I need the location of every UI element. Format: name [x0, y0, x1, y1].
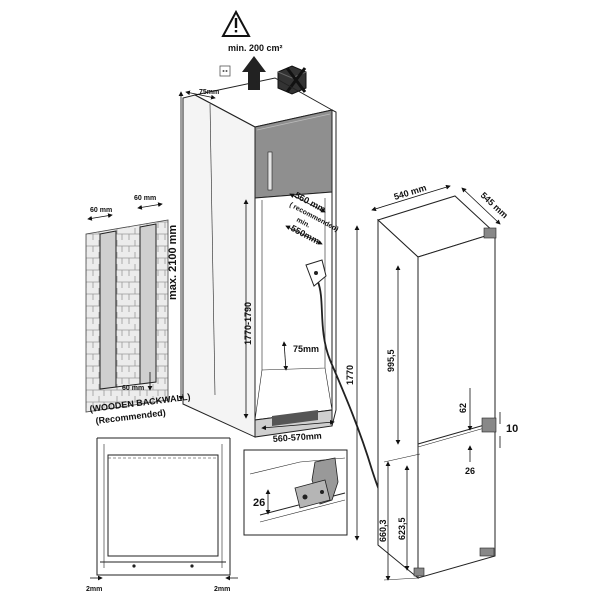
gap-62-label: 62 — [458, 403, 468, 413]
niche-depth-min-dim — [285, 225, 323, 245]
warning-icon — [221, 9, 251, 37]
upper-door-label: 995,5 — [386, 349, 396, 372]
airflow-arrow-icon — [242, 56, 266, 90]
lower-660-label: 660,3 — [378, 519, 388, 542]
gap-26-label: 26 — [465, 466, 475, 476]
niche-width-label: 560-570mm — [272, 431, 322, 444]
frame-left-gap-label: 2mm — [86, 586, 102, 593]
frame-front-drawing — [96, 437, 231, 576]
blocked-vent-icon — [277, 65, 307, 95]
appliance-width-label: 540 mm — [393, 183, 428, 202]
max-height-label: max. 2100 mm — [167, 225, 179, 300]
wall-bottom-gap-label: 60 mm — [122, 385, 144, 392]
appliance-depth-label: 545 mm — [479, 190, 510, 220]
appliance-width-dim — [371, 184, 451, 212]
top-clearance-label: 75mm — [199, 89, 219, 96]
appliance-depth-dim — [461, 187, 501, 225]
lower-623-label: 623,5 — [397, 517, 407, 540]
bottom-vent-label: 75mm — [293, 344, 319, 354]
backwall-drawing — [85, 219, 169, 413]
top-clearance-dim — [185, 90, 216, 100]
niche-width-dim — [261, 419, 335, 431]
gap-10-label: 10 — [506, 423, 518, 435]
appliance-height-label: 1770 — [345, 365, 355, 385]
appliance-drawing — [377, 195, 497, 580]
niche-depth-dim — [289, 193, 326, 213]
frame-right-gap-label: 2mm — [214, 586, 230, 593]
hinge-offset-label: 26 — [253, 497, 265, 509]
wall-left-gap-dim — [87, 213, 113, 221]
socket-icon — [219, 65, 231, 77]
wall-left-gap-label: 60 mm — [90, 207, 112, 214]
cabinet-drawing — [182, 77, 393, 513]
ventilation-area-label: min. 200 cm² — [228, 43, 283, 53]
hinge-detail-drawing — [243, 449, 348, 536]
wall-right-gap-label: 60 mm — [134, 195, 156, 202]
niche-height-label: 1770-1790 — [243, 302, 253, 345]
wall-right-gap-dim — [137, 202, 163, 210]
bottom-vent-dim — [281, 341, 289, 371]
